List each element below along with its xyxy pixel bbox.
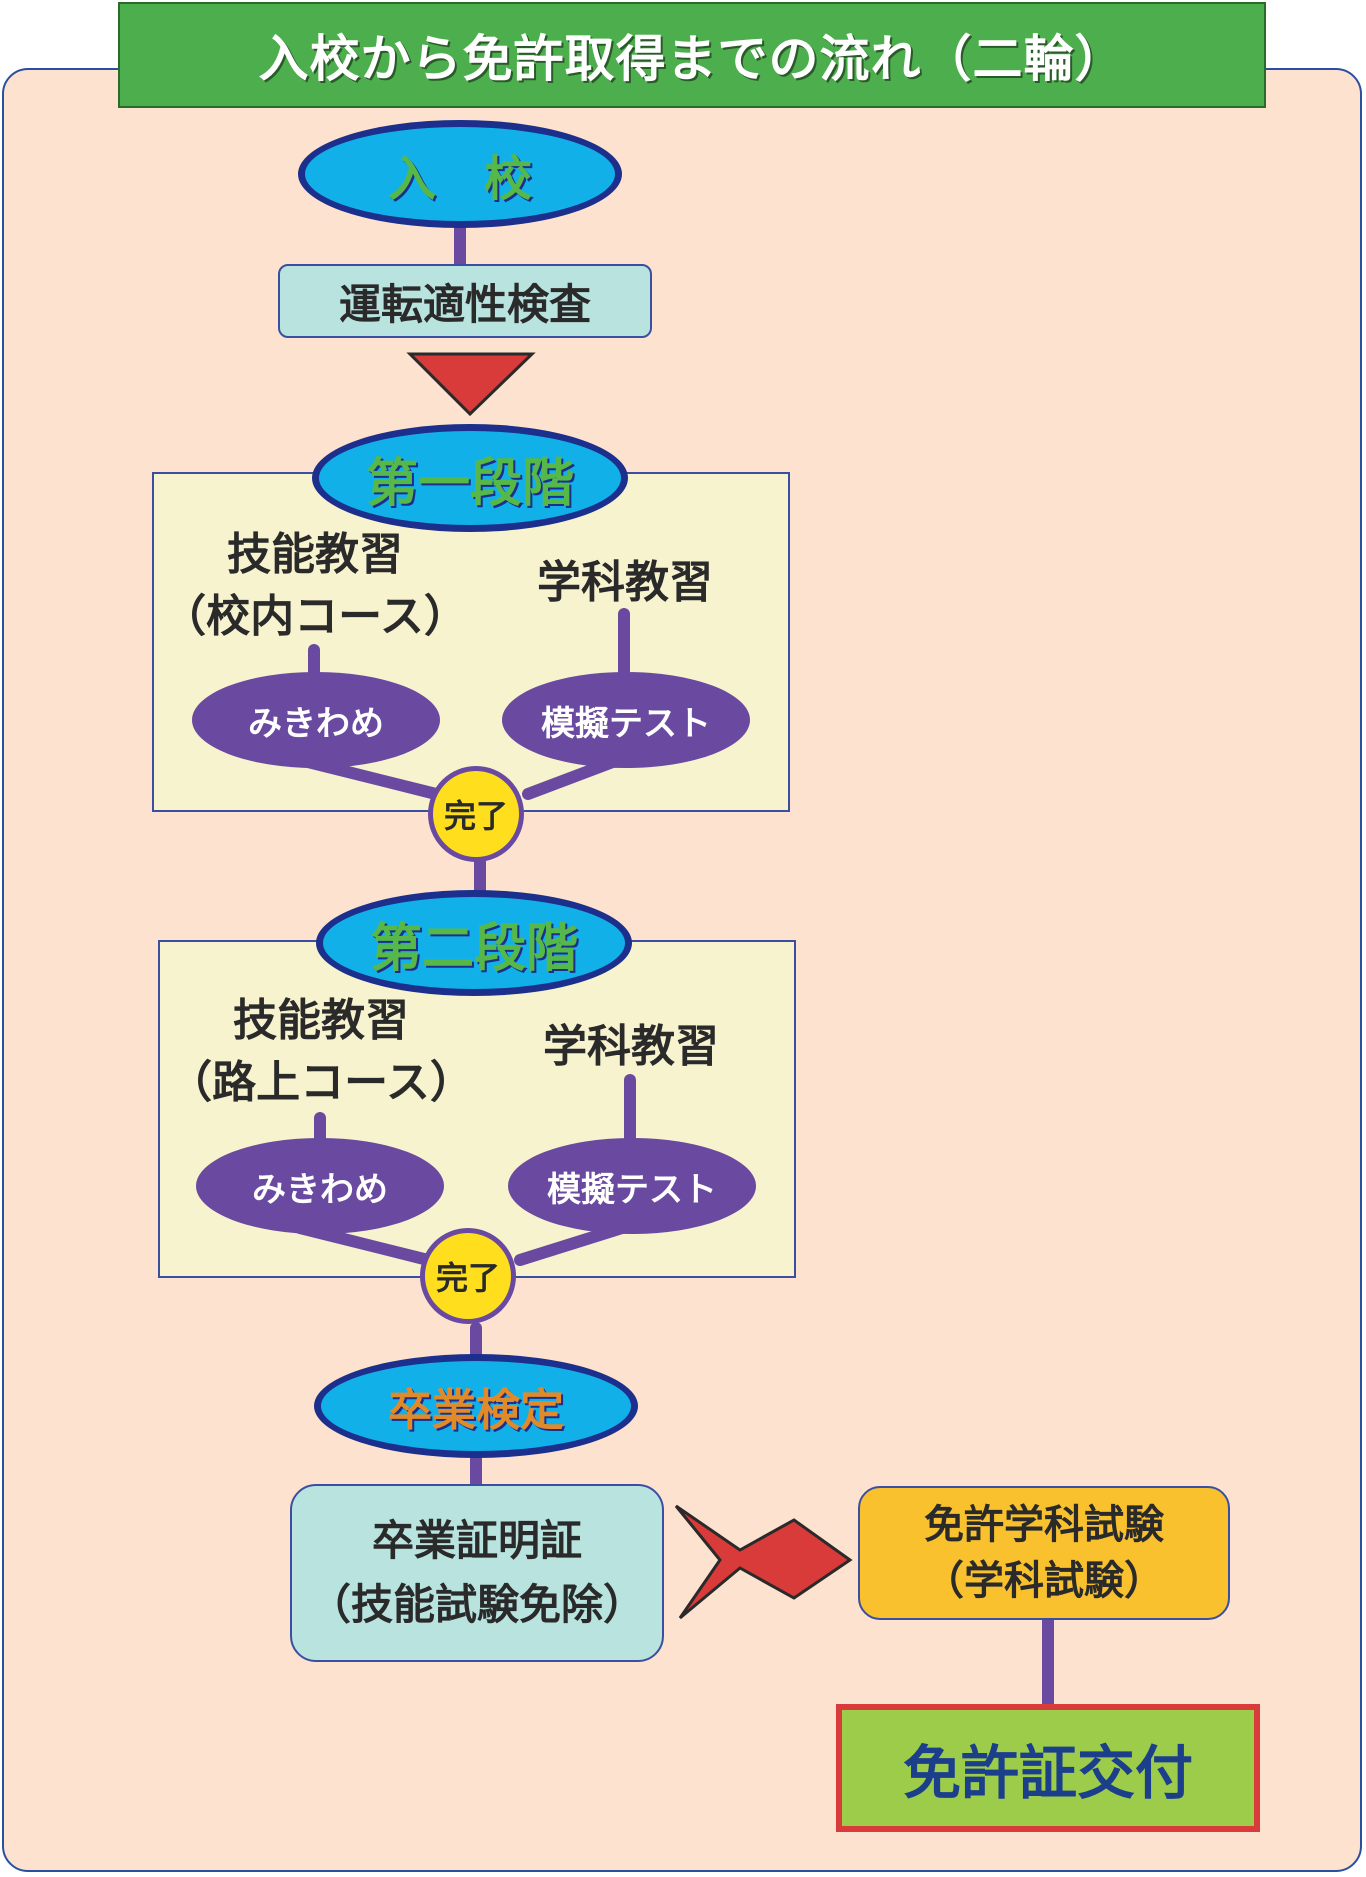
graduation-exam-node: 卒業検定 (314, 1354, 638, 1458)
stage2-skill-label: 技能教習 （路上コース） (156, 990, 486, 1114)
stage1-skill-line2: （校内コース） (162, 591, 468, 642)
license-issue-box: 免許証交付 (836, 1704, 1260, 1832)
stage2-academic-label: 学科教習 (543, 1021, 719, 1072)
license-exam-line2: （学科試験） (924, 1558, 1164, 1604)
stage1-complete-label: 完了 (443, 797, 508, 835)
stage2-title: 第二段階 (369, 918, 578, 979)
graduation-certificate-box: 卒業証明証 （技能試験免除） (290, 1484, 664, 1662)
stage1-academic-label: 学科教習 (537, 557, 713, 608)
stage1-title: 第一段階 (365, 453, 574, 514)
stage2-mikiwame-node: みきわめ (196, 1138, 444, 1234)
license-exam-box: 免許学科試験 （学科試験） (858, 1486, 1230, 1620)
aptitude-test-label: 運転適性検査 (338, 279, 591, 329)
license-issue-label: 免許証交付 (902, 1739, 1193, 1807)
stage1-mock-test-node: 模擬テスト (502, 672, 750, 768)
right-arrow (674, 1504, 853, 1620)
stage1-mock-test-label: 模擬テスト (541, 703, 711, 744)
stage2-complete-node: 完了 (420, 1228, 516, 1324)
admission-label: 入 校 (387, 151, 532, 207)
stage2-skill-line1: 技能教習 (233, 995, 409, 1046)
admission-node: 入 校 (298, 120, 622, 228)
stage1-skill-label: 技能教習 （校内コース） (150, 524, 480, 648)
stage2-node: 第二段階 (316, 890, 632, 996)
down-arrow (406, 352, 536, 417)
certificate-line1: 卒業証明証 (371, 1516, 582, 1565)
stage1-mikiwame-label: みきわめ (248, 703, 384, 744)
aptitude-test-box: 運転適性検査 (278, 264, 652, 338)
stage2-mikiwame-label: みきわめ (252, 1169, 388, 1210)
certificate-line2: （技能試験免除） (308, 1580, 645, 1629)
stage2-mock-test-node: 模擬テスト (508, 1138, 756, 1234)
stage1-mikiwame-node: みきわめ (192, 672, 440, 768)
stage2-mock-test-label: 模擬テスト (547, 1169, 717, 1210)
stage2-skill-line2: （路上コース） (168, 1057, 474, 1108)
stage1-node: 第一段階 (312, 424, 628, 532)
title-banner: 入校から免許取得までの流れ（二輪） (118, 2, 1266, 108)
stage1-skill-line1: 技能教習 (227, 529, 403, 580)
license-exam-line1: 免許学科試験 (924, 1502, 1164, 1548)
stage2-complete-label: 完了 (435, 1259, 500, 1297)
stage1-complete-node: 完了 (428, 766, 524, 862)
graduation-exam-label: 卒業検定 (388, 1385, 564, 1436)
